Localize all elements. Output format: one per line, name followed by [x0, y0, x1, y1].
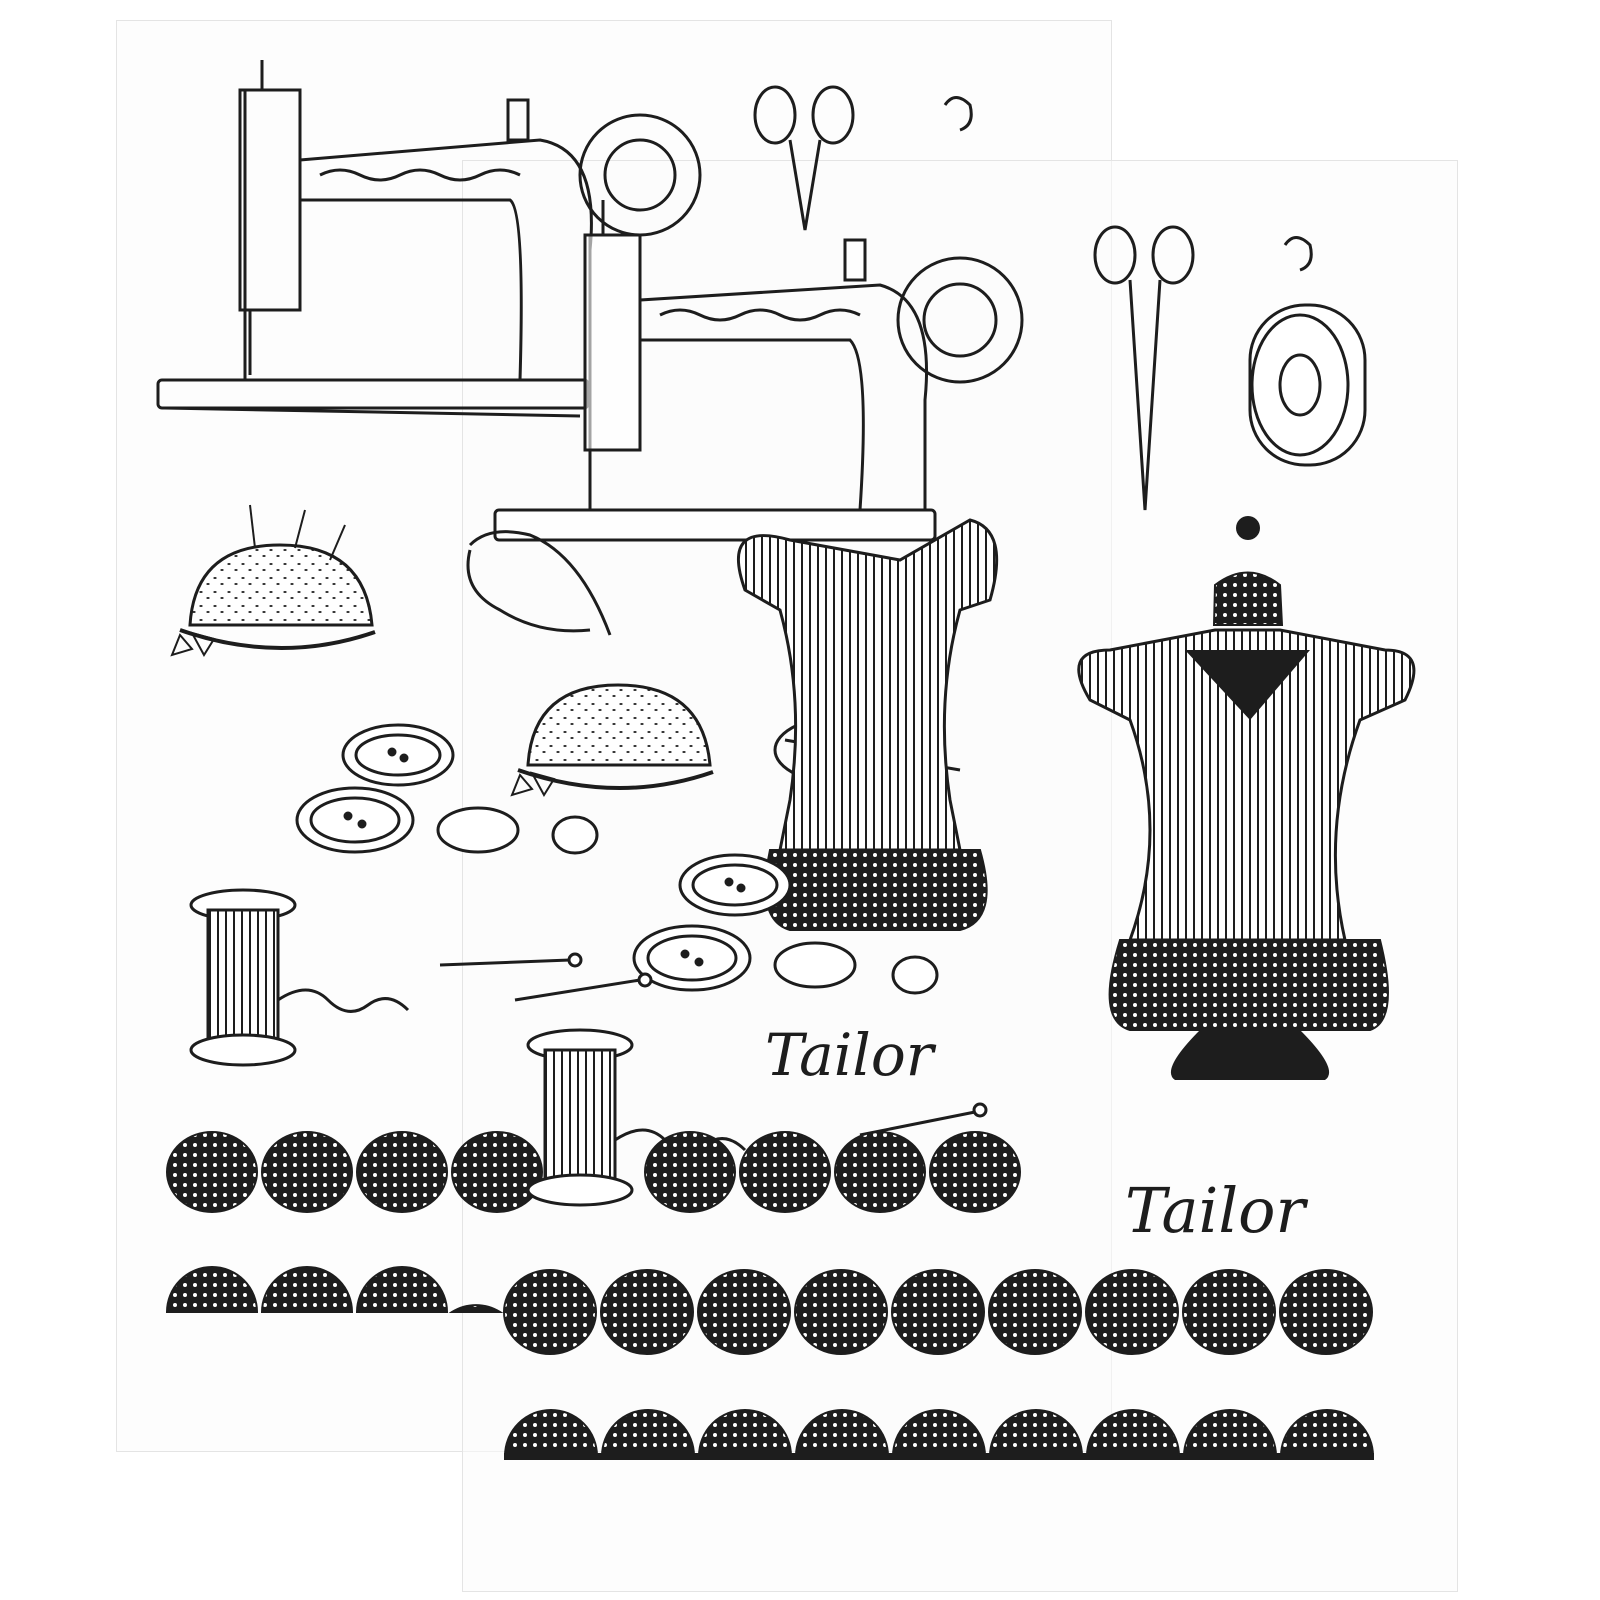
sewing-machine-icon — [493, 200, 1024, 542]
thread-spool-icon — [526, 1028, 747, 1207]
thread-spool-icon — [189, 888, 410, 1067]
tape-measure-icon — [1248, 236, 1367, 467]
tailor-word-back: Tailor — [765, 1021, 937, 1089]
tape-measure-icon — [943, 96, 973, 132]
button-icon — [295, 723, 599, 855]
lace-border-icon — [503, 1131, 1375, 1460]
lace-border-icon — [165, 1131, 543, 1313]
dress-form-icon — [736, 518, 999, 931]
sewing-machine-icon — [156, 60, 702, 418]
pin-cushion-icon — [170, 504, 376, 657]
scissors-icon — [1093, 225, 1195, 511]
dress-form-icon — [1077, 516, 1416, 1080]
scissors-icon — [753, 85, 855, 231]
pin-cushion-icon — [510, 683, 714, 797]
front-sheet-stamps: Tailor — [439, 200, 1416, 1460]
tailor-word-front: Tailor — [1125, 1174, 1308, 1247]
back-sheet-stamps: Tailor — [156, 60, 973, 1313]
button-icon — [632, 853, 939, 995]
pin-icon — [439, 952, 988, 1137]
